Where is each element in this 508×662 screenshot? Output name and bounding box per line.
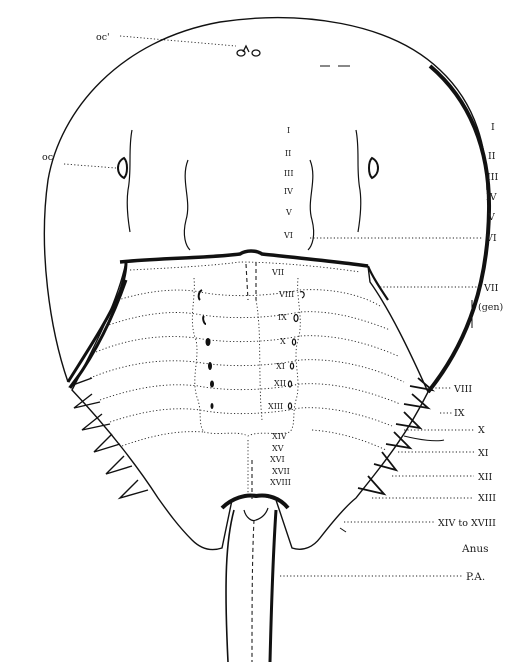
right-label-ix: IX xyxy=(454,408,465,419)
mid-markers xyxy=(288,292,304,409)
right-label-i: I xyxy=(491,122,495,133)
lateral-eye-label: oc xyxy=(42,152,53,163)
mid-label-xi: XI xyxy=(276,362,285,371)
right-label-ii: II xyxy=(488,151,496,162)
median-eyes xyxy=(237,46,260,56)
mid-label-i: I xyxy=(287,126,290,135)
opisthosoma xyxy=(70,262,428,550)
right-label-anus: Anus xyxy=(461,543,489,555)
telson xyxy=(226,508,276,662)
mid-label-xii: XII xyxy=(274,379,286,388)
mid-label-v: V xyxy=(285,208,292,217)
mid-label-viii: VIII xyxy=(278,290,294,299)
lateral-eye-leader xyxy=(64,164,116,168)
muscle-scars xyxy=(199,290,214,409)
right-leaders xyxy=(280,287,480,576)
mid-label-ii: II xyxy=(285,149,291,158)
segment-dotted-lines xyxy=(90,262,404,494)
mid-label-xv: XV xyxy=(272,444,284,453)
mid-label-iii: III xyxy=(284,169,293,178)
right-labels: VII (gen) VIII IX X XI XII XIII XIV to X… xyxy=(438,283,503,583)
mid-label-xiv: XIV xyxy=(272,432,287,441)
right-label-vi: VI xyxy=(485,233,497,244)
lateral-eyes xyxy=(118,158,378,178)
prosoma-posterior-border xyxy=(120,251,368,266)
mid-label-xvii: XVII xyxy=(272,467,290,476)
right-label-gen: (gen) xyxy=(478,302,503,313)
mid-label-vi: VI xyxy=(283,231,293,240)
right-label-viii: VIII xyxy=(453,384,472,395)
mid-label-xvi: XVI xyxy=(270,455,285,464)
right-label-xiii: XIII xyxy=(478,493,496,504)
mid-label-xviii: XVIII xyxy=(270,478,291,487)
right-label-xi: XI xyxy=(478,448,489,459)
right-spines xyxy=(358,378,432,494)
right-label-iv: IV xyxy=(486,192,497,203)
right-label-xii: XII xyxy=(478,472,493,483)
right-label-x: X xyxy=(478,425,485,436)
right-label-iii: III xyxy=(487,172,499,183)
rachis-lines xyxy=(246,262,256,500)
mid-label-vii: VII xyxy=(271,268,284,277)
mid-label-x: X xyxy=(280,337,286,346)
median-eye-leader xyxy=(120,36,236,46)
mid-label-xiii: XIII xyxy=(268,402,283,411)
prosoma-ridges xyxy=(127,130,361,250)
right-label-vii: VII xyxy=(483,283,499,294)
prosoma-shield xyxy=(44,18,489,392)
mid-label-ix: IX xyxy=(278,313,287,322)
median-eye-label: oc' xyxy=(96,32,110,43)
right-label-pa: P.A. xyxy=(466,571,485,583)
right-label-xiv-xviii: XIV to XVIII xyxy=(438,518,496,529)
prosoma-mid-numerals: I II III IV V VI xyxy=(283,126,293,240)
right-label-v: V xyxy=(487,212,495,223)
mid-label-iv: IV xyxy=(284,187,293,196)
opisthosoma-mid-numerals: VII VIII IX X XI XII XIII XIV XV XVI XVI… xyxy=(268,268,294,487)
